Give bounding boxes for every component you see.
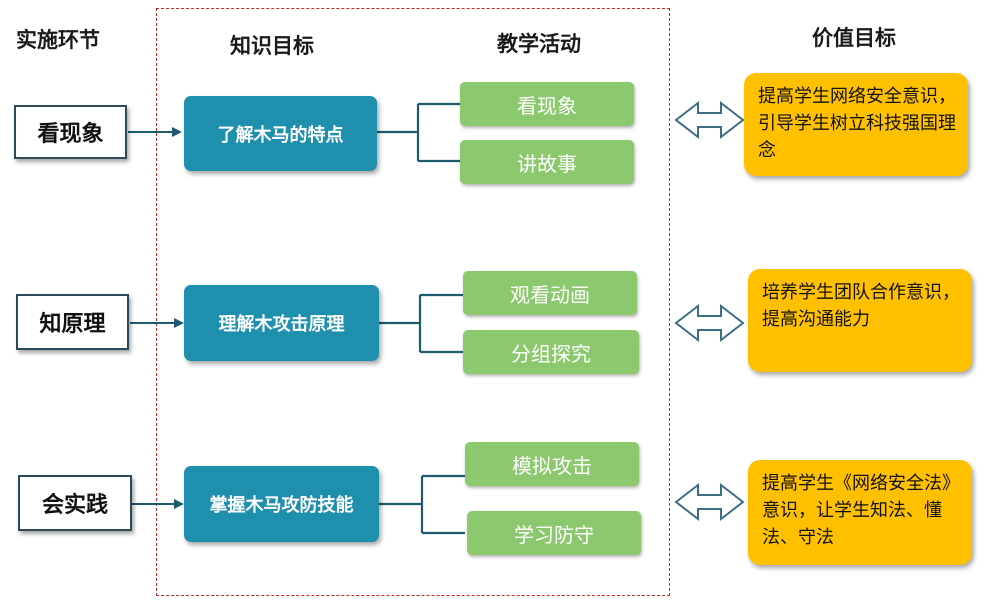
knowledge-activity-frame xyxy=(156,8,670,596)
stage-box-practice: 会实践 xyxy=(18,475,132,531)
goal-box-2: 理解木攻击原理 xyxy=(184,285,379,361)
bracket-2 xyxy=(379,293,463,354)
value-box-3: 提高学生《网络安全法》意识，让学生知法、懂法、守法 xyxy=(748,460,972,565)
goal-box-1: 了解木马的特点 xyxy=(184,96,377,171)
double-arrow-1 xyxy=(674,100,745,140)
double-arrow-3 xyxy=(674,482,745,522)
value-box-1: 提高学生网络安全意识，引导学生树立科技强国理念 xyxy=(744,73,968,176)
activity-box-3a: 模拟攻击 xyxy=(465,442,639,486)
value-box-2: 培养学生团队合作意识，提高沟通能力 xyxy=(748,269,972,372)
header-stage: 实施环节 xyxy=(16,27,100,52)
header-value: 价值目标 xyxy=(812,25,896,50)
bracket-3 xyxy=(379,474,465,535)
stage-box-observe: 看现象 xyxy=(14,105,127,159)
activity-box-3b: 学习防守 xyxy=(467,511,641,555)
activity-box-1a: 看现象 xyxy=(460,82,634,126)
header-activity: 教学活动 xyxy=(497,31,581,56)
activity-box-2a: 观看动画 xyxy=(463,271,637,315)
double-arrow-2 xyxy=(674,303,745,343)
bracket-1 xyxy=(377,102,460,163)
header-knowledge: 知识目标 xyxy=(230,33,314,58)
goal-box-3: 掌握木马攻防技能 xyxy=(184,466,379,542)
stage-box-principle: 知原理 xyxy=(16,294,129,350)
activity-box-1b: 讲故事 xyxy=(460,140,634,184)
activity-box-2b: 分组探究 xyxy=(463,330,639,374)
